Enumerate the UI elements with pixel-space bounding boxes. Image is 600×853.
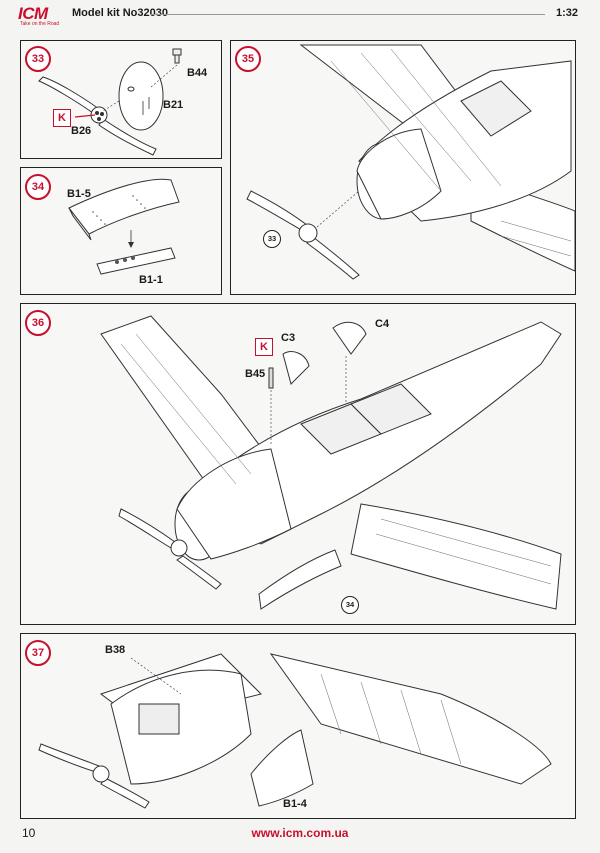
part-label-c4: C4	[375, 318, 390, 330]
step-number: 36	[25, 310, 51, 336]
part-label-b26: B26	[71, 125, 92, 137]
fuselage-nose-drawing	[246, 44, 575, 280]
logo-text: ICM	[18, 4, 48, 23]
website-link[interactable]: www.icm.com.ua	[251, 826, 349, 840]
step-number: 37	[25, 640, 51, 666]
scale-label: 1:32	[555, 7, 578, 19]
cowling-panel-drawing	[68, 178, 180, 275]
paint-code-k: K	[255, 338, 273, 356]
step-ref-badge: 34	[341, 596, 359, 614]
header-rule	[150, 14, 545, 15]
part-label-b1-5: B1-5	[67, 188, 91, 200]
part-label-c3: C3	[281, 332, 296, 344]
page-number: 10	[22, 826, 36, 840]
step-37-panel: 37 B38 B1-4	[20, 633, 576, 819]
part-label-b45: B45	[245, 368, 266, 380]
step-number: 33	[25, 46, 51, 72]
aircraft-assembly-drawing	[100, 315, 562, 610]
paint-code-k: K	[53, 109, 71, 127]
step-34-panel: 34 B1-5 B1-1	[20, 167, 222, 295]
part-label-b1-1: B1-1	[139, 274, 163, 286]
step-number: 34	[25, 174, 51, 200]
propeller-spinner-drawing	[38, 48, 182, 156]
part-label-b44: B44	[187, 67, 208, 79]
model-kit-number: Model kit No32030	[72, 7, 168, 19]
brand-logo: ICM Take on the Road	[18, 4, 62, 27]
logo-tagline: Take on the Road	[20, 21, 60, 27]
part-label-b1-4: B1-4	[283, 798, 307, 810]
step-35-panel: 35 33	[230, 40, 576, 295]
part-label-b38: B38	[105, 644, 126, 656]
part-label-b21: B21	[163, 99, 184, 111]
step-36-panel: 36 K C3 C4 B45 34	[20, 303, 576, 625]
step-ref-badge: 33	[263, 230, 281, 248]
step-33-panel: 33 B44 B21 K B26	[20, 40, 222, 159]
step-number: 35	[235, 46, 261, 72]
page-header: ICM Take on the Road Model kit No32030 1…	[0, 0, 600, 30]
final-assembly-drawing	[38, 653, 552, 809]
